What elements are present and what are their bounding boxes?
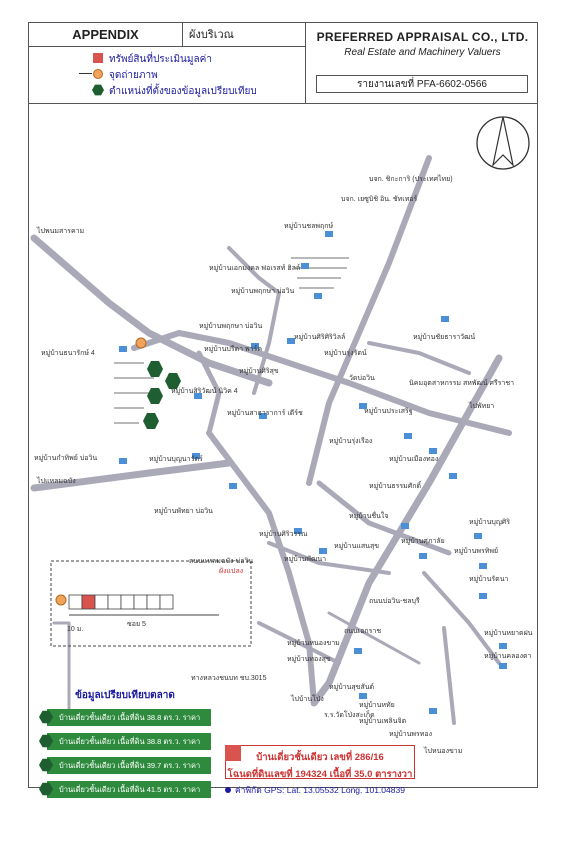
comparable-row: บ้านเดี่ยวชั้นเดียว เนื้อที่ดิน 41.5 ตร.… <box>37 781 213 811</box>
comparable-hex-icon <box>92 84 104 96</box>
photo-point-icon <box>93 69 103 79</box>
photo-point-icon <box>55 594 67 606</box>
label-dhanarak: หมู่บ้านธนารักษ์ 4 <box>41 349 95 357</box>
comparables-panel: ข้อมูลเปรียบเทียบตลาด บ้านเดี่ยวชั้นเดีย… <box>37 688 213 853</box>
label-bunnawat: หมู่บ้านบุญนาวัตร์ <box>149 455 203 463</box>
label-sirisiri: หมู่บ้านศิริศิริวิลล์ <box>294 333 345 341</box>
label-chaitarawan: หมู่บ้านชัยธาราวัฒน์ <box>413 333 475 341</box>
comparable-text: บ้านเดี่ยวชั้นเดียว เนื้อที่ดิน 38.8 ตร.… <box>47 709 211 739</box>
label-thammasak: หมู่บ้านธรรมศักดิ์ <box>369 480 422 490</box>
label-scale: 10 ม. <box>67 626 83 633</box>
subject-marker-icon <box>225 745 241 761</box>
comparable-hex-icon <box>39 710 53 724</box>
plot-inset <box>50 560 252 647</box>
comparables-title: ข้อมูลเปรียบเทียบตลาด <box>75 690 175 701</box>
legend: ทรัพย์สินที่ประเมินมูลค่า จุดถ่ายภาพ ตำแ… <box>29 47 306 103</box>
label-chonlapruk: หมู่บ้านชลพฤกษ์ <box>284 222 334 230</box>
gps-coordinates: ค่าพิกัด GPS: Lat. 13.05532 Long. 101.04… <box>225 783 405 797</box>
label-supalai: หมู่บ้านศุภาลัย <box>401 537 445 545</box>
map-frame: APPENDIX ผังบริเวณ ทรัพย์สินที่ประเมินมู… <box>28 22 538 811</box>
label-siriwan: หมู่บ้านศิริวรรณ <box>259 530 308 538</box>
comparable-row: บ้านเดี่ยวชั้นเดียว เนื้อที่ดิน 38.8 ตร.… <box>37 709 213 739</box>
label-sirisukh: หมู่บ้านศิริสุข <box>239 367 279 375</box>
label-pong: ไปบ้านโป่ง <box>290 694 324 703</box>
label-wat-bowin: วัดบ่อวิน <box>349 374 375 382</box>
label-hathai: หมู่บ้านหทัย <box>359 701 395 709</box>
label-nongkham: หมู่บ้านหนองขาม <box>287 639 340 647</box>
label-rs-school: ร.ร.วัดโป่งสะเก็ด <box>324 710 375 719</box>
label-phothong: หมู่บ้านพรทอง <box>389 730 432 738</box>
label-boonsiri: หมู่บ้านบุญศิริ <box>469 518 510 526</box>
subject-line1: บ้านเดี่ยวชั้นเดียว เลขที่ 286/16 <box>256 752 384 763</box>
label-pruksa-bowin: หมู่บ้านพฤกษา บ่อวิน <box>199 322 263 330</box>
legend-subject: ทรัพย์สินที่ประเมินมูลค่า <box>109 54 212 65</box>
label-road-ekkathat: ถนนเอกราช <box>344 628 381 635</box>
comparable-text: บ้านเดี่ยวชั้นเดียว เนื้อที่ดิน 41.5 ตร.… <box>47 781 211 811</box>
comparable-markers <box>143 361 181 429</box>
north-arrow-icon <box>476 116 530 170</box>
subject-info: บ้านเดี่ยวชั้นเดียว เลขที่ 286/16 โฉนดที… <box>225 745 415 780</box>
label-soi-5: ซอย 5 <box>127 621 146 628</box>
location-map: บจก. ชิกะการิ (ประเทศไทย) บจก. เยซูบิชิ … <box>29 103 537 811</box>
comparable-text: บ้านเดี่ยวชั้นเดียว เนื้อที่ดิน 38.8 ตร.… <box>47 733 211 763</box>
label-pruksa: หมู่บ้านพฤกษา บ่อวิน <box>231 287 295 295</box>
label-road-left-mid: ไปแหลมฉบัง <box>36 476 76 485</box>
label-yesubishi: บจก. เยซูบิชิ อิน. ชัทเทอร์ <box>341 195 418 203</box>
subject-marker-icon <box>93 53 103 63</box>
label-prasert: หมู่บ้านประเสริฐ <box>364 407 413 415</box>
comparable-row: บ้านเดี่ยวชั้นเดียว เนื้อที่ดิน 38.8 ตร.… <box>37 733 213 763</box>
label-pattana: หมู่บ้านพัฒนา <box>284 555 326 563</box>
label-kamtip: หมู่บ้านกำทิพย์ บ่อวิน <box>34 454 97 462</box>
comparable-hex-icon <box>39 758 53 772</box>
label-suksan: หมู่บ้านสุขสันต์ <box>329 683 375 691</box>
comparable-hex-icon <box>39 782 53 796</box>
label-pornthip: หมู่บ้านพรทิพย์ <box>454 547 498 555</box>
legend-photo: จุดถ่ายภาพ <box>109 70 158 81</box>
photo-point-icon <box>135 337 147 349</box>
legend-comparable: ตำแหน่งที่ตั้งของข้อมูลเปรียบเทียบ <box>109 86 257 97</box>
gps-text: ค่าพิกัด GPS: Lat. 13.05532 Long. 101.04… <box>235 785 405 795</box>
label-saensuk: หมู่บ้านแสนสุข <box>334 542 379 550</box>
appendix-label: APPENDIX <box>29 23 183 47</box>
comparable-text: บ้านเดี่ยวชั้นเดียว เนื้อที่ดิน 39.7 ตร.… <box>47 757 211 787</box>
subject-line2: โฉนดที่ดินเลขที่ 194324 เนื้อที่ 35.0 ตา… <box>227 769 413 780</box>
label-pattaya: หมู่บ้านพัทยา บ่อวิน <box>154 507 213 515</box>
report-number: รายงานเลขที่ PFA-6602-0566 <box>316 75 528 93</box>
label-ploenchit: หมู่บ้านเพลินจิต <box>359 717 407 725</box>
label-road-left-top: ไปพนมสารคาม <box>36 226 84 235</box>
label-road-right: ไปพัทยา <box>468 401 494 410</box>
comparable-row: บ้านเดี่ยวชั้นเดียว เนื้อที่ดิน 39.7 ตร.… <box>37 757 213 787</box>
label-rungrat: หมู่บ้านรุ่งรัตน์ <box>324 349 367 357</box>
map-type-label: ผังบริเวณ <box>183 23 306 47</box>
label-thongsuk: หมู่บ้านทองสุข <box>287 655 331 663</box>
road-network <box>30 155 512 725</box>
label-chikaki: บจก. ชิกะการิ (ประเทศไทย) <box>369 174 453 183</box>
label-road-bowin-chonburi: ถนนบ่อวิน-ชลบุรี <box>369 597 420 605</box>
village-plot-grid <box>114 257 349 424</box>
gps-dot-icon <box>225 787 231 793</box>
label-yadfon: หมู่บ้านหยาดฝน <box>484 629 533 637</box>
label-plot: ผังแปลง <box>219 567 243 575</box>
label-road-rs: ถนนแหลมฉบัง-บ่อวิน <box>189 557 253 565</box>
label-road-4: ทางหลวงชนบท ชบ.3015 <box>191 675 267 682</box>
label-ekmongkol: หมู่บ้านเอกมงคล ฟอเรสท์ ฮิลล์ <box>209 264 300 272</box>
label-chuenjai: หมู่บ้านชื่นใจ <box>349 511 388 520</box>
label-satana: หมู่บ้านสาธาราการ์ เดีร์ช <box>227 409 303 417</box>
label-rungrueng: หมู่บ้านรุ่งเรือง <box>329 437 372 445</box>
company-block: PREFERRED APPRAISAL CO., LTD. Real Estat… <box>306 23 539 103</box>
label-siriwat: หมู่บ้านสิริวัฒน์ นิวิค 4 <box>171 387 238 395</box>
photo-arrow-icon <box>79 73 92 74</box>
label-nongkham-dir: ไปหนองขาม <box>423 746 462 755</box>
label-industrial: นิคมอุตสาหกรรม สหพัฒน์ ศรีราชา <box>409 379 514 387</box>
map-canvas: บจก. ชิกะการิ (ประเทศไทย) บจก. เยซูบิชิ … <box>30 116 533 755</box>
company-name: PREFERRED APPRAISAL CO., LTD. <box>316 30 529 44</box>
label-rattana: หมู่บ้านรัตนา <box>469 575 508 583</box>
label-khlongta: หมู่บ้านคลองตา <box>484 652 532 660</box>
comparable-hex-icon <box>39 734 53 748</box>
house-markers <box>119 231 507 714</box>
company-subtitle: Real Estate and Machinery Valuers <box>344 47 501 58</box>
label-prinada: หมู่บ้านปรีดา พาร์ค <box>204 345 262 353</box>
label-mueangthong: หมู่บ้านเมืองทอง <box>389 455 438 463</box>
header: APPENDIX ผังบริเวณ ทรัพย์สินที่ประเมินมู… <box>29 23 537 104</box>
